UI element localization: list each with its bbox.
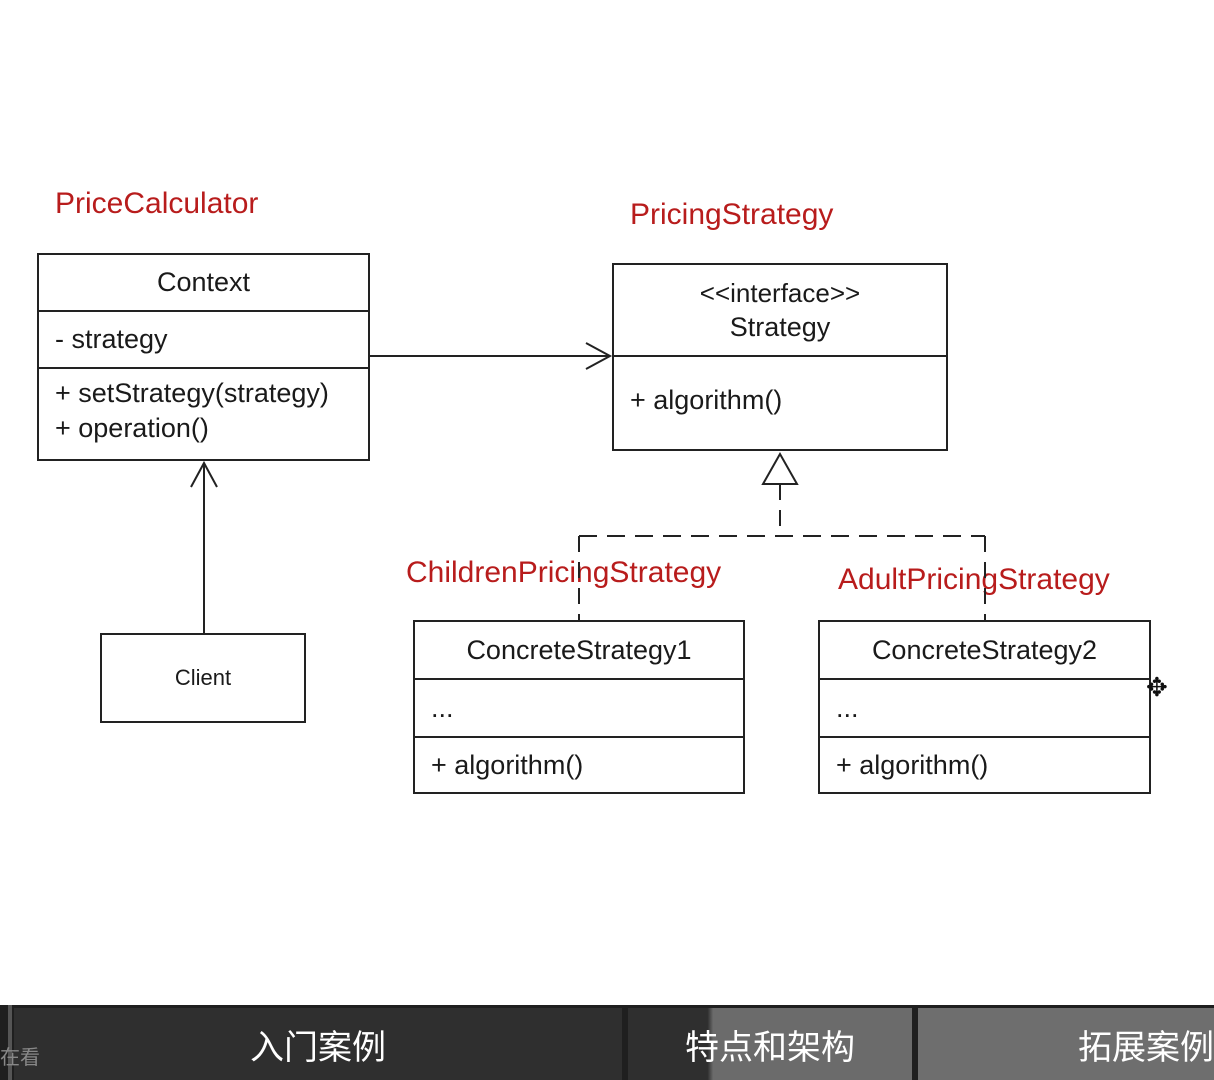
strategy-title: Strategy <box>729 312 831 342</box>
strategy-interface-box[interactable]: <<interface>> Strategy + algorithm() <box>612 263 948 451</box>
strategy-operations: + algorithm() <box>614 357 946 449</box>
concrete-strategy-1-title: ConcreteStrategy1 <box>415 622 743 680</box>
context-attribute: - strategy <box>39 312 368 369</box>
label-price-calculator: PriceCalculator <box>55 187 259 220</box>
strategy-stereotype: <<interface>> <box>699 278 861 308</box>
context-title: Context <box>39 255 368 312</box>
concrete-strategy-1-attribute: ... <box>415 680 743 738</box>
context-operations: + setStrategy(strategy) + operation() <box>39 369 368 459</box>
client-arrowhead <box>190 460 218 488</box>
move-cursor-icon: ✥ <box>1146 672 1168 702</box>
tab-getting-started[interactable]: 入门案例 <box>14 1008 622 1080</box>
client-title: Client <box>174 665 232 690</box>
concrete-strategy-2-operation: + algorithm() <box>836 749 989 780</box>
concrete-strategy-1-box[interactable]: ConcreteStrategy1 ... + algorithm() <box>413 620 745 794</box>
label-pricing-strategy: PricingStrategy <box>630 198 834 231</box>
realization-triangle <box>761 451 799 485</box>
context-operation-operation: + operation() <box>55 413 209 443</box>
concrete-strategy-2-box[interactable]: ConcreteStrategy2 ... + algorithm() <box>818 620 1151 794</box>
bottom-tab-bar: 入门案例 特点和架构 拓展案例 <box>0 1005 1214 1080</box>
context-class-box[interactable]: Context - strategy + setStrategy(strateg… <box>37 253 370 461</box>
watching-hint: 在看 <box>0 1045 40 1069</box>
strategy-header: <<interface>> Strategy <box>614 265 946 357</box>
open-arrowhead <box>585 342 613 370</box>
tab-divider <box>8 1005 12 1080</box>
concrete-strategy-2-title: ConcreteStrategy2 <box>820 622 1149 680</box>
diagram-connectors <box>190 342 986 633</box>
concrete-strategy-1-operation: + algorithm() <box>431 749 584 780</box>
label-adult-pricing-strategy: AdultPricingStrategy <box>838 563 1110 596</box>
strategy-operation-algorithm: + algorithm() <box>630 385 783 415</box>
tab-extended-cases[interactable]: 拓展案例 <box>918 1008 1214 1080</box>
client-box[interactable]: Client <box>100 633 306 723</box>
label-children-pricing-strategy: ChildrenPricingStrategy <box>406 556 722 589</box>
tab-features-architecture[interactable]: 特点和架构 <box>628 1008 912 1080</box>
context-operation-set-strategy: + setStrategy(strategy) <box>55 378 329 408</box>
concrete-strategy-2-attribute: ... <box>820 680 1149 738</box>
